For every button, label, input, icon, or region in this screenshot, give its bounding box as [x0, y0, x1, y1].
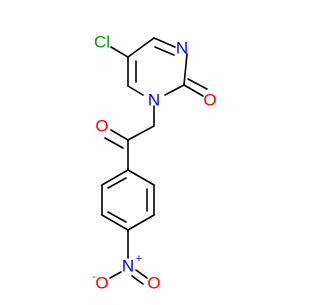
- bond-n-top-c2: [183, 53, 188, 86]
- molecule-svg: Cl N N O O N + O - O: [92, 33, 216, 293]
- molecule-structure-canvas: Cl N N O O N + O - O: [92, 33, 216, 293]
- bond-n-bottom-c4: [127, 85, 144, 96]
- bond-c6-n-top: [153, 37, 176, 48]
- bond-c6-n-top-inner: [154, 46, 175, 56]
- chlorine-atom-label: Cl: [94, 33, 110, 52]
- linker-bonds: [104, 105, 155, 171]
- bond-ar-3-4: [127, 214, 155, 231]
- nitro-nitrogen-charge: +: [136, 253, 142, 265]
- bond-nitro-n-o-right: [135, 269, 148, 279]
- nitro-oxygen-right-label: O: [147, 274, 160, 293]
- nitro-oxygen-left-label: O: [95, 274, 108, 293]
- bond-ar-1-2: [127, 169, 155, 186]
- bond-ketone-o: [110, 129, 129, 141]
- nitro-nitrogen-label: N: [122, 257, 134, 276]
- nitro-group-bonds: [109, 229, 148, 285]
- bond-ketone-o-double: [104, 137, 124, 149]
- bond-c5-c6: [127, 37, 155, 58]
- pyrimidinone-ring-bonds: [110, 37, 208, 97]
- ring-carbonyl-oxygen-label: O: [203, 91, 216, 110]
- bond-ch2-carbonyl: [127, 125, 155, 141]
- bond-c2-o: [183, 84, 204, 97]
- bond-ar-6-1: [101, 169, 129, 186]
- bond-ar-4-5-inner: [107, 211, 127, 223]
- ring-nitrogen-top-label: N: [176, 39, 188, 58]
- bond-nitro-n-o-left: [109, 271, 122, 279]
- benzene-ring-bonds: [101, 169, 155, 231]
- nitro-oxygen-left-charge: -: [92, 271, 96, 283]
- ring-nitrogen-bottom-label: N: [148, 91, 160, 110]
- ketone-oxygen-label: O: [95, 117, 108, 136]
- bond-c5-cl: [110, 46, 129, 58]
- bond-nitro-n-o-right-double: [131, 275, 144, 285]
- bond-c2-n-bottom: [164, 84, 185, 96]
- bond-ar-4-5: [101, 214, 129, 231]
- bond-ar-6-1-inner: [107, 177, 127, 189]
- bond-c2-o-double: [187, 78, 208, 90]
